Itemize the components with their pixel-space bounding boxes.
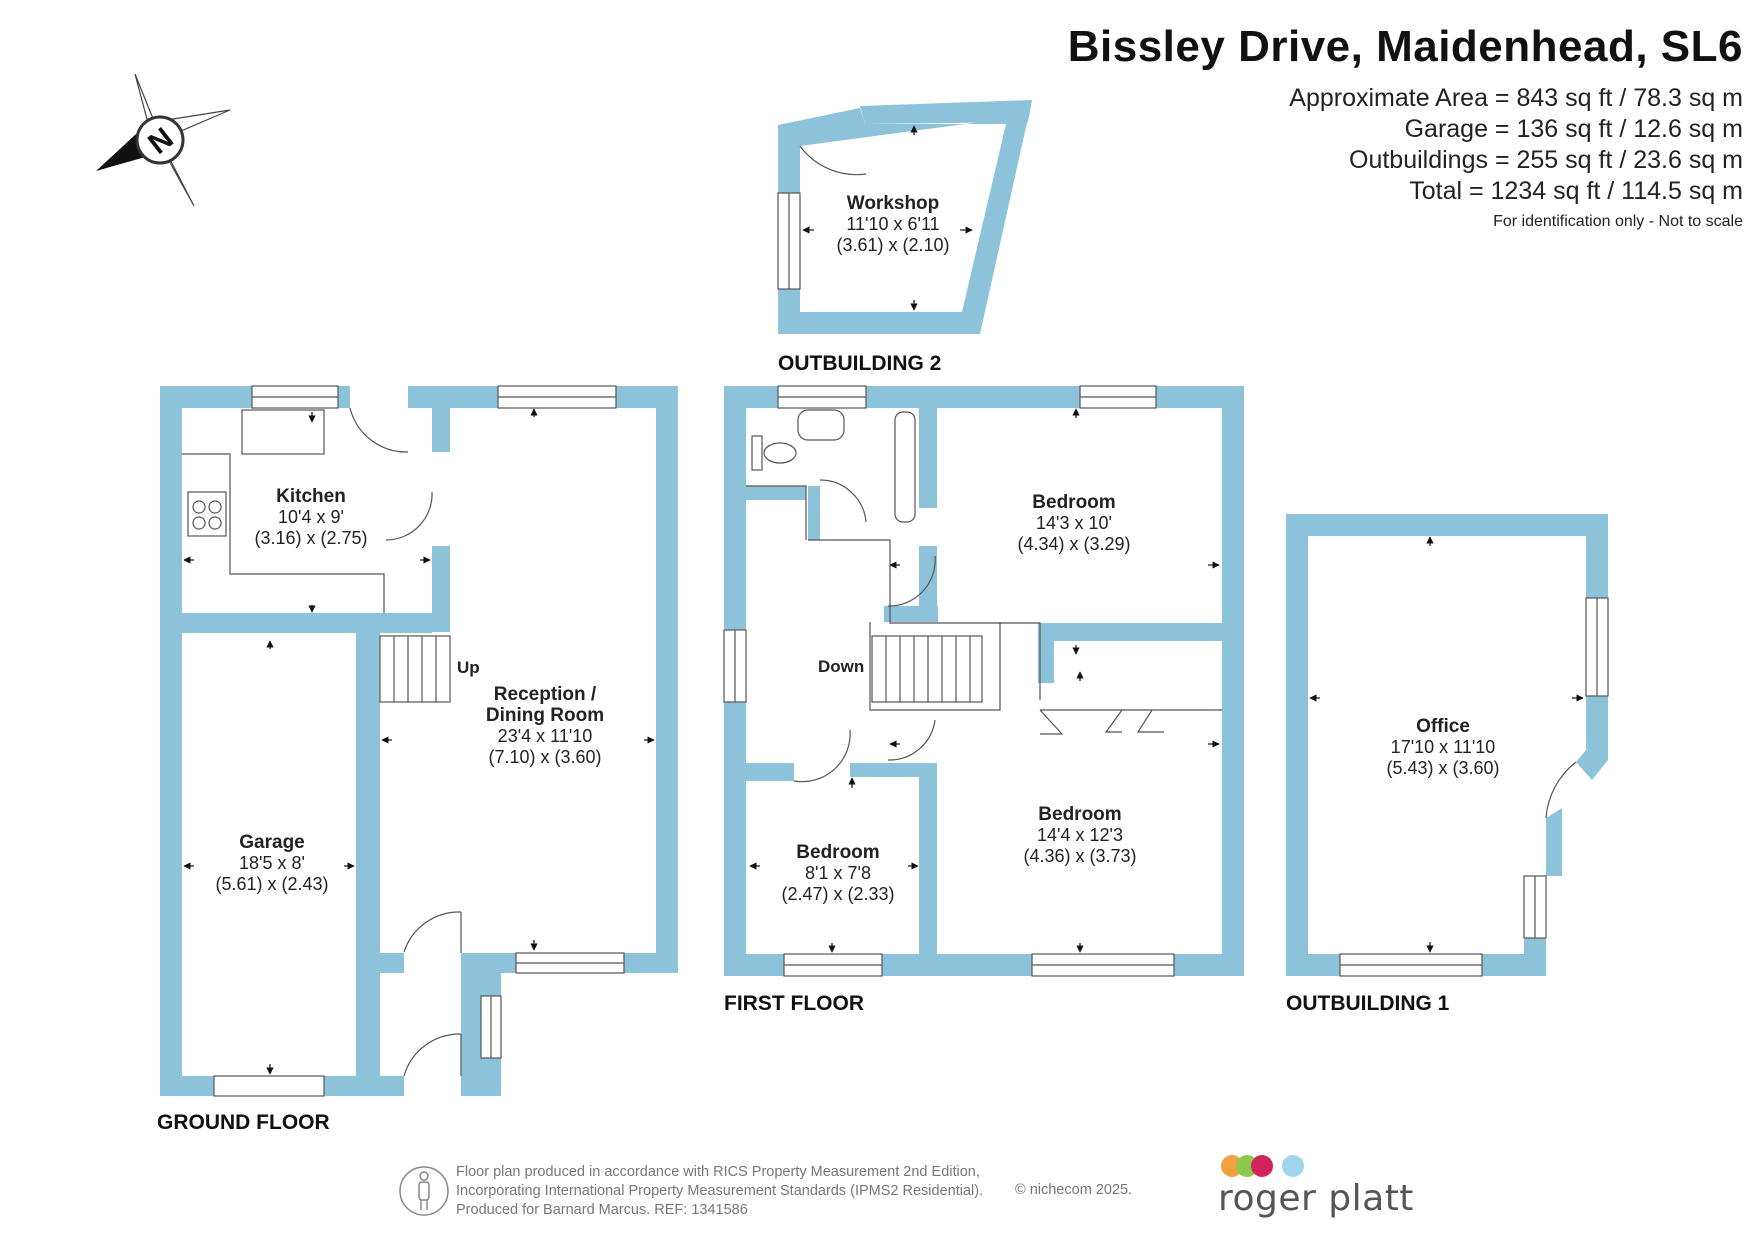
stairs-up-label: Up (457, 658, 480, 677)
outbuildings-area: Outbuildings = 255 sq ft / 23.6 sq m (1349, 146, 1743, 174)
footer-line-2: Incorporating International Property Mea… (456, 1183, 984, 1199)
outbuilding-1-label: OUTBUILDING 1 (1286, 992, 1450, 1015)
first-floor-fixtures (746, 409, 1222, 783)
workshop-metric: (3.61) x (2.10) (836, 235, 950, 255)
bedroom-1-label: Bedroom 14'3 x 10' (4.34) x (3.29) (1017, 492, 1130, 555)
kitchen-metric: (3.16) x (2.75) (254, 528, 368, 548)
ground-floor-windows (213, 385, 625, 1097)
reception-label: Reception / Dining Room 23'4 x 11'10 (7.… (486, 684, 604, 768)
footer-line-3: Produced for Barnard Marcus. REF: 134158… (456, 1202, 748, 1218)
office-label: Office 17'10 x 11'10 (5.43) x (3.60) (1386, 716, 1499, 779)
property-title: Bissley Drive, Maidenhead, SL6 (1067, 22, 1743, 71)
disclaimer-note: For identification only - Not to scale (1493, 213, 1743, 230)
office-imperial: 17'10 x 11'10 (1390, 737, 1496, 757)
first-floor-dimension-arrows (749, 408, 1220, 953)
brand-logo-text: roger platt (1218, 1178, 1414, 1219)
footer-line-1: Floor plan produced in accordance with R… (456, 1164, 980, 1180)
workshop-imperial: 11'10 x 6'11 (846, 214, 940, 234)
reception-name-line1: Reception / (493, 684, 597, 705)
copyright-notice: © nichecom 2025. (1015, 1182, 1133, 1198)
approximate-area: Approximate Area = 843 sq ft / 78.3 sq m (1289, 84, 1743, 112)
bedroom-1-name: Bedroom (1032, 492, 1116, 513)
outbuilding-1-fixtures (1339, 597, 1609, 977)
garage-metric: (5.61) x (2.43) (215, 874, 329, 894)
garage-area: Garage = 136 sq ft / 12.6 sq m (1404, 115, 1743, 143)
garage-imperial: 18'5 x 8' (239, 853, 305, 873)
bedroom-2-name: Bedroom (1038, 804, 1122, 825)
outbuilding-2-label: OUTBUILDING 2 (778, 352, 942, 375)
workshop-label: Workshop 11'10 x 6'11 (3.61) x (2.10) (836, 193, 949, 256)
bedroom-3-name: Bedroom (796, 842, 880, 863)
outbuilding-1-dimension-arrows (1309, 536, 1584, 953)
garage-label: Garage 18'5 x 8' (5.61) x (2.43) (215, 832, 328, 895)
kitchen-label: Kitchen 10'4 x 9' (3.16) x (2.75) (254, 486, 367, 549)
bedroom-3-imperial: 8'1 x 7'8 (805, 863, 871, 883)
footer-notes: Floor plan produced in accordance with R… (456, 1163, 983, 1220)
reception-metric: (7.10) x (3.60) (488, 747, 602, 767)
bedroom-2-imperial: 14'4 x 12'3 (1037, 825, 1123, 845)
ground-floor-label: GROUND FLOOR (157, 1111, 330, 1134)
ground-floor-fixtures (182, 407, 462, 1077)
workshop-name: Workshop (846, 193, 940, 214)
kitchen-name: Kitchen (276, 486, 346, 507)
outbuilding-2-fixtures (777, 145, 867, 290)
bedroom-2-metric: (4.36) x (3.73) (1023, 846, 1137, 866)
bedroom-1-metric: (4.34) x (3.29) (1017, 534, 1131, 554)
kitchen-imperial: 10'4 x 9' (278, 507, 344, 527)
total-area: Total = 1234 sq ft / 114.5 sq m (1409, 177, 1743, 205)
bedroom-1-imperial: 14'3 x 10' (1036, 513, 1112, 533)
office-name: Office (1416, 716, 1470, 737)
outbuilding-2-dimension-arrows (802, 125, 973, 311)
brand-logo-dots (1221, 1155, 1304, 1177)
stairs-down-label: Down (818, 657, 865, 676)
reception-name-line2: Dining Room (485, 705, 605, 726)
bedroom-3-label: Bedroom 8'1 x 7'8 (2.47) x (2.33) (781, 842, 894, 905)
garage-name: Garage (239, 832, 305, 853)
person-icon (399, 1166, 449, 1216)
first-floor-label: FIRST FLOOR (724, 992, 864, 1015)
ground-floor-dimension-arrows (183, 408, 655, 1075)
bedroom-3-metric: (2.47) x (2.33) (781, 884, 895, 904)
office-metric: (5.43) x (3.60) (1386, 758, 1500, 778)
first-floor-windows (723, 385, 1175, 977)
bedroom-2-label: Bedroom 14'4 x 12'3 (4.36) x (3.73) (1023, 804, 1136, 867)
reception-imperial: 23'4 x 11'10 (497, 726, 593, 746)
compass-rose: N (96, 73, 231, 207)
